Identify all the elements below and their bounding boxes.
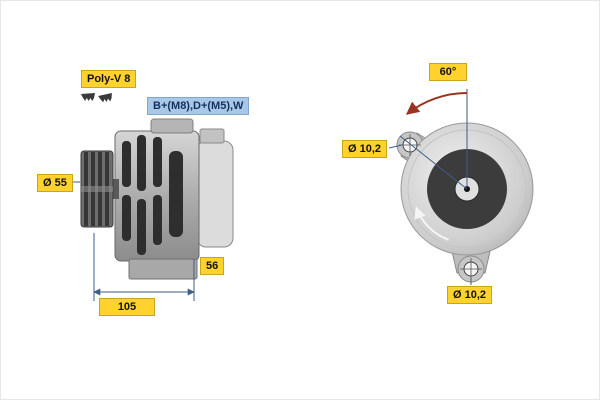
cooling-slots: [122, 135, 183, 255]
mounting-foot: [128, 258, 198, 280]
label-dim-105: 105: [99, 298, 155, 316]
terminal-hump: [150, 118, 194, 134]
label-dim-56: 56: [200, 257, 225, 275]
shaft: [111, 179, 119, 199]
label-pulley-diameter: Ø 55: [37, 174, 73, 192]
belt-profile-icon: [81, 93, 112, 103]
angle-arc-arrow: [405, 91, 468, 115]
angle-reference-lines: [388, 89, 472, 285]
rear-housing: [196, 140, 234, 248]
alternator-side-view: [73, 93, 234, 301]
dimension-lines: [73, 181, 195, 301]
mounting-hole-bottom: [460, 258, 482, 280]
label-poly-v: Poly-V 8: [81, 70, 137, 88]
terminal-block: [199, 128, 225, 144]
label-angle-60: 60°: [429, 63, 467, 81]
rotation-arrow-icon: [414, 206, 449, 241]
label-hole-top: Ø 10,2: [342, 140, 388, 158]
label-terminals: B+(M8),D+(M5),W: [147, 97, 250, 115]
alternator-front-view: [388, 89, 534, 285]
label-hole-bottom: Ø 10,2: [447, 286, 493, 304]
pulley: [80, 150, 114, 228]
